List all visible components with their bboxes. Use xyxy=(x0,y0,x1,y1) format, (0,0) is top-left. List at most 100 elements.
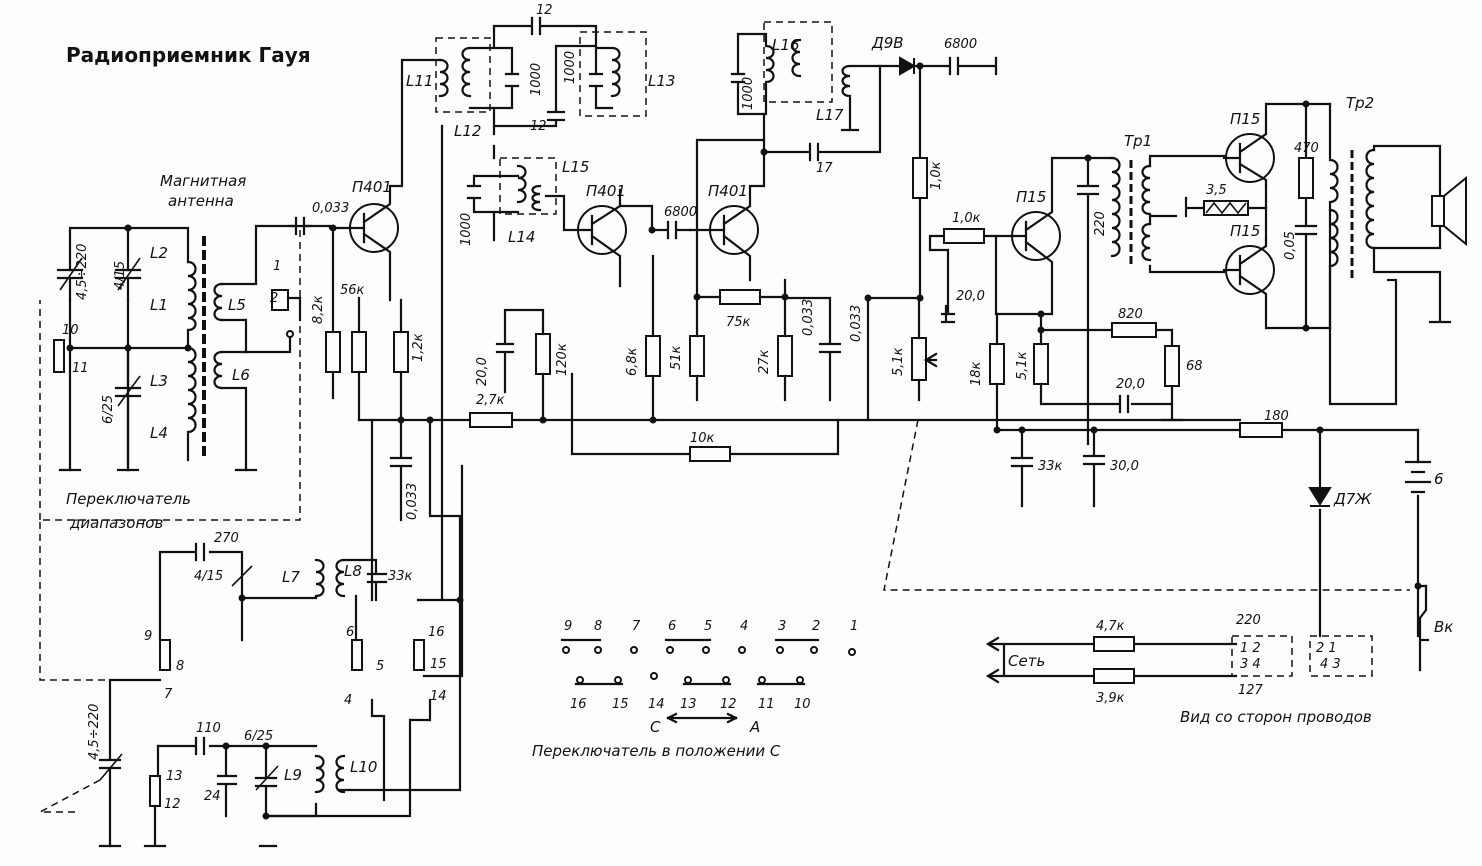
band-switch-boundary xyxy=(39,230,301,681)
battery-label: 6 xyxy=(1434,470,1444,488)
c12-top-label: 12 xyxy=(536,3,553,18)
sw-bot-10: 10 xyxy=(794,697,811,712)
power-switch[interactable]: Вк xyxy=(1418,584,1453,672)
sw-top-7: 7 xyxy=(632,619,641,634)
c0033b-label: 0,033 xyxy=(801,299,816,336)
c-in-label: 0,033 xyxy=(312,201,349,216)
c1000d-label: 1000 xyxy=(741,77,756,110)
band-switch-lower: 270 4/15 L7 L8 33к 9 8 6 5 16 15 7 4 14 … xyxy=(39,124,464,848)
band-switch-label-1: Переключатель xyxy=(66,490,191,508)
if-transformer-1-shield xyxy=(435,31,647,117)
mains-label: Сеть xyxy=(1008,652,1045,670)
connector-left-top: 1 2 xyxy=(1240,641,1261,656)
pin-7-label: 7 xyxy=(164,687,173,702)
coil-l1-label: L1 xyxy=(150,296,168,314)
pot51-label: 5,1к xyxy=(891,347,906,376)
coil-l13-label: L13 xyxy=(648,72,675,90)
coil-l6-label: L6 xyxy=(232,366,250,384)
resistor-18k xyxy=(989,343,1005,385)
transistor-q6: П15 xyxy=(1222,222,1332,330)
r47k-label: 4,7к xyxy=(1096,619,1125,634)
resistor-56k xyxy=(351,331,367,373)
coil-l8-label: L8 xyxy=(344,562,362,580)
sw-bot-15: 15 xyxy=(612,697,629,712)
r10k-label: 10к xyxy=(690,431,715,446)
magnetic-antenna-section: Магнитная антенна 4,5÷220 4/15 6/25 L2 L… xyxy=(56,172,332,472)
r180-label: 180 xyxy=(1264,409,1289,424)
resistor-1-0k-b xyxy=(943,228,985,244)
r27b-label: 27к xyxy=(757,349,772,374)
position-c-label: С xyxy=(650,718,661,736)
r-bias1-label: 8,2к xyxy=(311,295,326,324)
antenna-trimmer-cap-2 xyxy=(114,257,142,302)
coil-l3-label: L3 xyxy=(150,372,168,390)
d7zh-label: Д7Ж xyxy=(1333,490,1372,508)
antenna-coils xyxy=(186,260,197,462)
pin-9-label: 9 xyxy=(144,629,152,644)
sw-top-6: 6 xyxy=(668,619,676,634)
sw-top-8: 8 xyxy=(594,619,602,634)
coil-l15-label: L15 xyxy=(562,158,589,176)
l16-shield xyxy=(763,21,833,103)
connector-left-bottom: 3 4 xyxy=(1240,657,1261,672)
q2-type-label: П401 xyxy=(586,182,626,200)
r10a-label: 1,0к xyxy=(929,161,944,190)
band-switch-label-2: диапазонов xyxy=(69,514,163,532)
zener-diode-d7zh xyxy=(1308,487,1332,507)
c20b-label: 20,0 xyxy=(956,289,985,304)
c0033-decoupling-label: 0,033 xyxy=(405,483,420,520)
c24-label: 24 xyxy=(204,789,221,804)
resistor-6-8k xyxy=(645,335,661,377)
pin-2-label: 2 xyxy=(270,291,278,306)
q6-type-label: П15 xyxy=(1230,222,1260,240)
sw-bot-13: 13 xyxy=(680,697,697,712)
resistor-180 xyxy=(1239,422,1283,438)
c33k-label: 33к xyxy=(1038,459,1063,474)
pin-6-label: 6 xyxy=(346,625,354,640)
c30-label: 30,0 xyxy=(1110,459,1139,474)
detector-diode-d9v xyxy=(899,56,917,76)
pin-16-label: 16 xyxy=(428,625,445,640)
sw-top-2: 2 xyxy=(812,619,820,634)
c45220-label: 4,5÷220 xyxy=(87,704,102,760)
c625-label: 6/25 xyxy=(244,729,273,744)
resistor-1-0k-a xyxy=(912,157,928,199)
sw-top-3: 3 xyxy=(778,619,786,634)
pin-15-label: 15 xyxy=(430,657,447,672)
c415-label: 4/15 xyxy=(194,569,223,584)
q1-type-label: П401 xyxy=(352,178,392,196)
transformer-tr2: Тр2 xyxy=(1328,94,1376,330)
r-bias2-label: 56к xyxy=(340,283,365,298)
volume-switch-link xyxy=(883,419,1410,591)
l14-shield xyxy=(499,157,557,215)
coil-l4-label: L4 xyxy=(150,424,168,442)
antenna-label-line1: Магнитная xyxy=(160,172,246,190)
transformer-tr1: Тр1 xyxy=(1110,132,1152,264)
tr1-label: Тр1 xyxy=(1124,132,1152,150)
c1000b-label: 1000 xyxy=(563,51,578,84)
sw-bot-16: 16 xyxy=(570,697,587,712)
diagram-title: Радиоприемник Гауя xyxy=(66,43,311,67)
coil-l17-label: L17 xyxy=(816,106,844,124)
tr2-label: Тр2 xyxy=(1346,94,1374,112)
c-ant2-label: 4/15 xyxy=(113,261,128,290)
c20-label: 20,0 xyxy=(475,357,490,386)
resistor-470 xyxy=(1298,157,1314,199)
resistor-120k xyxy=(535,333,551,375)
c20c-label: 20,0 xyxy=(1116,377,1145,392)
pin-8-label: 8 xyxy=(176,659,184,674)
r51a-label: 51к xyxy=(669,345,684,370)
v127-label: 127 xyxy=(1238,683,1264,698)
c12-mid-label: 12 xyxy=(530,119,547,134)
pin-13-label: 13 xyxy=(166,769,183,784)
c110-label: 110 xyxy=(196,721,221,736)
c270-label: 270 xyxy=(214,531,239,546)
c33kb-label: 33к xyxy=(388,569,413,584)
pin-14-label: 14 xyxy=(430,689,447,704)
power-switch-label: Вк xyxy=(1434,618,1453,636)
connector-blocks xyxy=(1231,635,1373,677)
pin-1-label: 1 xyxy=(273,259,281,274)
wire-side-caption: Вид со сторон проводов xyxy=(1180,708,1372,726)
r39k-label: 3,9к xyxy=(1096,691,1125,706)
connector-right-bottom: 4 3 xyxy=(1320,657,1341,672)
